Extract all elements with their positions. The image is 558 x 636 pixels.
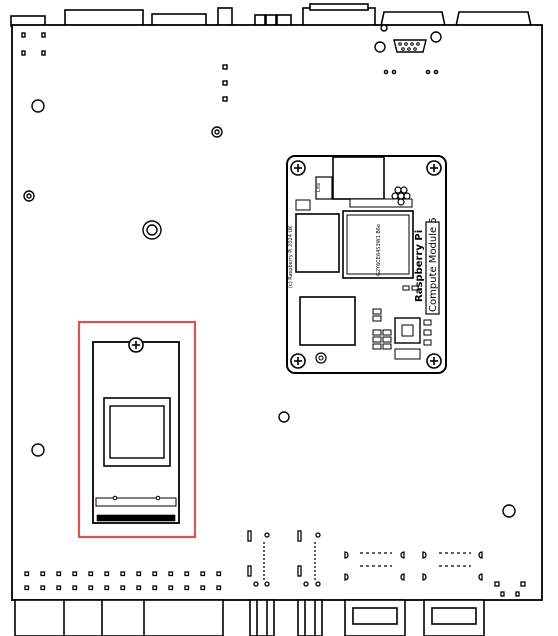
top-connector-6-top [309, 3, 369, 11]
pad-1 [21, 32, 26, 38]
wireless-module [332, 156, 385, 200]
pad-4 [41, 50, 46, 56]
led-1 [222, 64, 228, 70]
mounting-hole-top-left [31, 99, 45, 113]
top-connector-2 [64, 9, 144, 27]
pad-2 [41, 32, 46, 38]
m2-ssd-slot [92, 337, 180, 524]
lite-block [315, 176, 333, 200]
ram-top-strip [349, 198, 413, 208]
brand-label: Raspberry Pi [414, 230, 425, 302]
screw-icon [128, 337, 144, 353]
top-connectors [10, 3, 532, 33]
pad-3 [21, 50, 26, 56]
gpio-header [24, 571, 222, 591]
screw-icon [23, 190, 35, 202]
board-features [21, 24, 516, 518]
top-connector-7 [380, 11, 446, 27]
raspberry-logo-icon [391, 186, 411, 206]
passive-components [295, 199, 432, 360]
highlight-box [77, 320, 197, 539]
top-connector-8 [455, 11, 532, 27]
bottom-connectors [14, 599, 485, 636]
via-3 [425, 69, 431, 75]
model-label-frame [425, 221, 440, 315]
led-2 [222, 80, 228, 86]
led-3 [222, 96, 228, 102]
screw-icon [426, 160, 442, 176]
mounting-hole-center [278, 411, 290, 423]
compute-module [286, 155, 447, 374]
pmic-core [401, 324, 414, 337]
bottom-connector-b [249, 599, 275, 636]
screw-icon [211, 126, 223, 138]
copyright-label: (c) Raspberry Pi 2024 UK [288, 225, 294, 288]
soc-chip [299, 296, 356, 346]
model-label: Compute Module 5 [428, 217, 439, 312]
connector-hole-b [430, 31, 442, 43]
bottom-connector-c [297, 599, 323, 636]
antenna-connector-core [318, 355, 324, 361]
m2-pin-hole-b [155, 495, 161, 501]
bottom-connector-large [14, 599, 224, 636]
screw-icon [290, 353, 306, 369]
screw-icon [290, 160, 306, 176]
via-2 [391, 69, 397, 75]
fpc-connector-right [297, 530, 321, 587]
connector-hole-a [374, 41, 386, 53]
m2-connector-body [95, 497, 177, 507]
standoff-inner [146, 224, 158, 236]
emmc-chip [295, 213, 340, 273]
via-1 [383, 69, 389, 75]
bottom-features [24, 530, 526, 597]
board-outline [11, 24, 543, 601]
ram-chip-inner [346, 214, 410, 275]
m2-controller-chip [109, 405, 165, 459]
mounting-hole-right [502, 504, 516, 518]
connector-hole-c [380, 24, 388, 32]
fpc-connector-left [247, 530, 270, 587]
lite-label: Lite [316, 183, 322, 192]
chip-marking: G2Y6CE64S3W1 B6e [376, 224, 382, 276]
screw-icon [426, 353, 442, 369]
via-4 [433, 69, 439, 75]
m2-pin-hole-a [112, 495, 118, 501]
mounting-hole-bottom-left [31, 443, 45, 457]
port-markers [344, 551, 526, 597]
module-silkscreen: Raspberry Pi Compute Module 5 (c) Raspbe… [288, 183, 439, 312]
m2-edge-contacts [96, 514, 176, 522]
